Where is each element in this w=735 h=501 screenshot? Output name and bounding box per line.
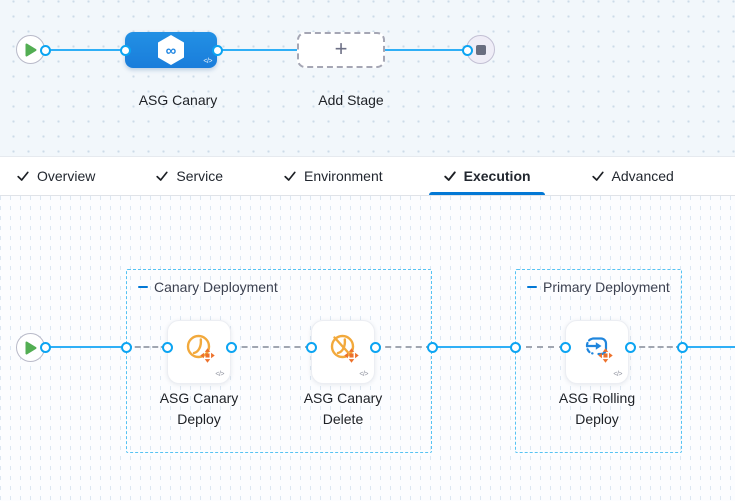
play-icon	[25, 341, 36, 354]
step-label-asg-canary-deploy: ASG Canary Deploy	[129, 388, 269, 430]
step-group-canary-deployment[interactable]	[126, 269, 432, 453]
connector-line	[221, 49, 297, 51]
group-title-canary-deployment[interactable]: Canary Deployment	[138, 279, 278, 295]
step-group-primary-deployment[interactable]	[515, 269, 682, 453]
connector-dashed-line	[231, 346, 311, 348]
collapse-dash-icon	[527, 286, 537, 288]
add-stage-label: Add Stage	[318, 92, 384, 108]
connector-dashed-line	[515, 346, 565, 348]
connector-dashed-line	[126, 346, 167, 348]
stop-icon	[475, 44, 486, 55]
connector-port[interactable]	[369, 341, 381, 353]
add-stage-button[interactable]: +	[297, 32, 385, 68]
step-label-line: ASG Canary	[303, 390, 383, 406]
connector-port[interactable]	[509, 341, 521, 353]
tab-label: Environment	[304, 168, 383, 184]
group-title-label: Primary Deployment	[543, 279, 670, 295]
connector-dashed-line	[375, 346, 432, 348]
yaml-toggle-icon: </>	[359, 371, 368, 378]
step-label-line: Delete	[322, 411, 364, 427]
stage-config-tabs: Overview Service Environment Execution A…	[0, 157, 735, 196]
connector-port[interactable]	[40, 44, 51, 56]
connector-port[interactable]	[305, 341, 317, 353]
active-tab-underline	[428, 192, 545, 195]
step-node-asg-canary-deploy[interactable]: </>	[167, 320, 231, 384]
check-icon	[284, 171, 296, 181]
connector-port[interactable]	[559, 341, 571, 353]
step-label-line: ASG Rolling	[558, 390, 636, 406]
tab-advanced[interactable]: Advanced	[577, 157, 688, 195]
connector-line	[49, 346, 127, 348]
tab-service[interactable]: Service	[141, 157, 237, 195]
connector-port[interactable]	[39, 341, 51, 353]
collapse-dash-icon	[138, 286, 148, 288]
tab-execution[interactable]: Execution	[428, 157, 545, 195]
connector-port[interactable]	[426, 341, 438, 353]
group-title-primary-deployment[interactable]: Primary Deployment	[527, 279, 670, 295]
play-icon	[25, 43, 36, 56]
connector-port[interactable]	[119, 44, 131, 56]
connector-line	[48, 49, 126, 51]
asg-canary-deploy-icon	[186, 334, 215, 363]
stage-node-asg-canary[interactable]: ∞ </>	[125, 32, 217, 68]
connector-dashed-line	[630, 346, 682, 348]
tab-label: Execution	[463, 168, 531, 184]
connector-port[interactable]	[225, 341, 237, 353]
step-label-asg-rolling-deploy: ASG Rolling Deploy	[527, 388, 667, 430]
stage-graph-canvas[interactable]	[0, 0, 735, 157]
step-label-line: Deploy	[575, 411, 619, 427]
step-label-asg-canary-delete: ASG Canary Delete	[273, 388, 413, 430]
connector-port[interactable]	[624, 341, 636, 353]
stage-label: ASG Canary	[138, 92, 218, 108]
infinity-glyph: ∞	[166, 43, 177, 60]
step-label-line: Deploy	[177, 411, 221, 427]
group-title-label: Canary Deployment	[154, 279, 278, 295]
check-icon	[17, 171, 29, 181]
connector-port[interactable]	[211, 44, 223, 56]
harness-stage-icon: ∞	[158, 35, 184, 65]
tab-label: Service	[176, 168, 224, 184]
step-label-line: ASG Canary	[159, 390, 239, 406]
asg-rolling-deploy-icon	[585, 337, 613, 363]
connector-line	[432, 346, 516, 348]
yaml-toggle-icon: </>	[215, 371, 224, 378]
tab-label: Overview	[37, 168, 96, 184]
tab-label: Advanced	[611, 168, 674, 184]
connector-port[interactable]	[676, 341, 688, 353]
check-icon	[591, 171, 604, 181]
connector-port[interactable]	[161, 341, 173, 353]
connector-line	[385, 49, 467, 51]
connector-port[interactable]	[461, 44, 473, 56]
plus-icon: +	[334, 36, 348, 61]
tab-overview[interactable]: Overview	[2, 157, 109, 195]
step-node-asg-rolling-deploy[interactable]: </>	[565, 320, 629, 384]
connector-port[interactable]	[120, 341, 132, 353]
tab-environment[interactable]: Environment	[269, 157, 397, 195]
step-node-asg-canary-delete[interactable]: </>	[311, 320, 375, 384]
yaml-toggle-icon: </>	[203, 58, 212, 65]
check-icon	[156, 171, 169, 181]
yaml-toggle-icon: </>	[613, 371, 622, 378]
asg-canary-delete-icon	[330, 334, 359, 363]
check-icon	[443, 171, 456, 181]
connector-line	[682, 346, 735, 348]
